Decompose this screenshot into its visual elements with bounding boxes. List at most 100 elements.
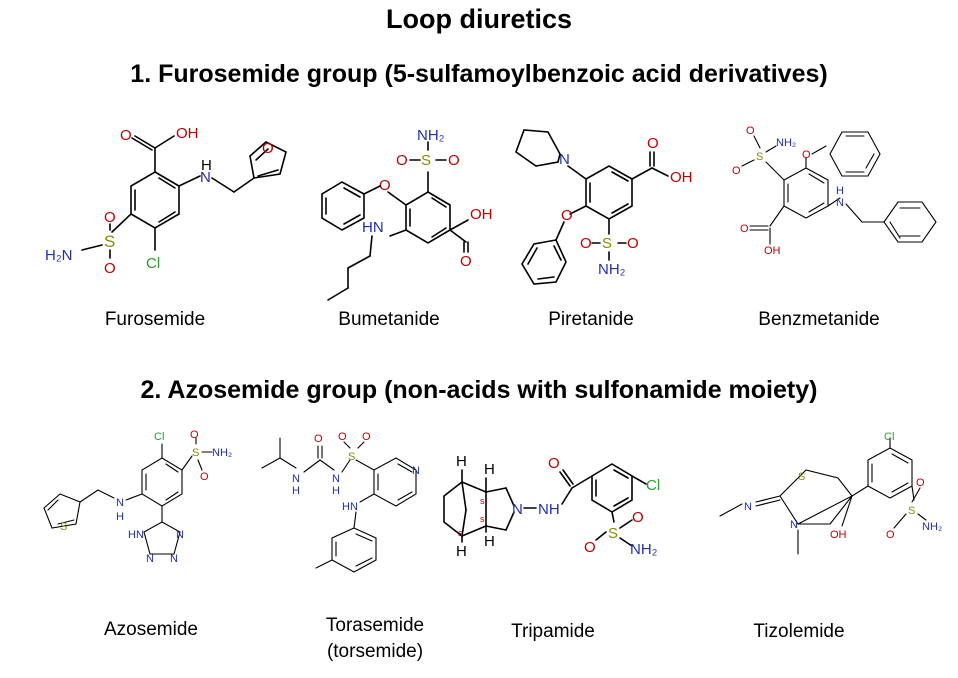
sulfur-atom-label: S: [908, 505, 915, 517]
stereo-label-2: s: [480, 514, 485, 524]
benzmetanide-name: Benzmetanide: [758, 309, 880, 330]
hydrogen-atom-label: H: [116, 511, 124, 523]
sulfonyl-oxygen-label: O: [104, 209, 116, 226]
nitrogen-atom-label: N: [836, 197, 844, 209]
urea-hydrogen-label: H: [292, 485, 300, 497]
page-title: Loop diuretics: [385, 4, 572, 34]
sulfur-atom-label: S: [421, 152, 431, 169]
pyridine-nitrogen-label: N: [412, 465, 420, 477]
torasemide-structure: N H O N H S O O N HN: [261, 431, 420, 573]
sulfonyl-oxygen-label: O: [396, 152, 408, 169]
tetrazole-nitrogen-label-2: N: [170, 553, 178, 565]
amine-label: NH₂: [212, 447, 232, 459]
sulfonyl-oxygen-label-2: O: [200, 471, 209, 483]
sulfonamide-nitrogen-label: N: [332, 473, 340, 485]
amine-label: NH₂: [922, 521, 942, 533]
imine-nitrogen-label: N: [744, 501, 752, 513]
amine-label: NH₂: [776, 137, 796, 149]
ether-oxygen-label: O: [379, 177, 391, 194]
chlorine-atom-label: Cl: [646, 477, 660, 494]
furosemide-name: Furosemide: [104, 309, 206, 330]
hydroxyl-label: OH: [670, 169, 693, 186]
carbonyl-oxygen-label: O: [647, 135, 659, 152]
hydroxyl-label: OH: [830, 529, 847, 541]
thiazolidine-sulfur-label: S: [798, 471, 805, 483]
sulfonyl-oxygen-label: O: [190, 429, 199, 441]
torasemide-name: Torasemide: [325, 615, 425, 636]
hydroxyl-label: OH: [470, 206, 493, 223]
furan-oxygen-label: O: [262, 140, 274, 157]
amine-label: NH₂: [598, 261, 626, 278]
bridgehead-hydrogen-label-2: H: [484, 461, 495, 478]
bumetanide-name: Bumetanide: [338, 309, 440, 330]
nitrogen-atom-label: N: [116, 497, 124, 509]
hydrogen-atom-label: H: [201, 157, 212, 174]
sulfonyl-oxygen-label-2: O: [632, 509, 644, 526]
group1-heading: 1. Furosemide group (5-sulfamoylbenzoic …: [130, 60, 828, 88]
nitrogen-atom-label: N: [200, 169, 211, 186]
nitrogen-atom-label: N: [559, 151, 570, 168]
tizolemide-name: Tizolemide: [753, 621, 845, 642]
amine-nh-label: HN: [342, 501, 358, 513]
amine-label: H₂N: [45, 247, 73, 264]
hydrogen-atom-label: H: [836, 185, 844, 197]
bridgehead-hydrogen-label-4: H: [484, 533, 495, 550]
sulfur-atom-label: S: [602, 235, 612, 252]
sulfur-atom-label: S: [348, 451, 355, 463]
stereo-label-3: s: [458, 528, 463, 538]
ring-nitrogen-label: N: [512, 501, 523, 518]
chlorine-atom-label: Cl: [884, 431, 894, 443]
sulfonyl-oxygen-label-2: O: [362, 431, 371, 443]
sulfonyl-oxygen-label-2: O: [732, 165, 741, 177]
tizolemide-structure: Cl S O O NH₂ S N OH N: [719, 431, 942, 555]
torasemide-alt-name: (torsemide): [326, 641, 424, 662]
tripamide-name: Tripamide: [511, 621, 595, 642]
sulfonyl-oxygen-label: O: [916, 477, 925, 489]
piretanide-structure: N O OH O S O O NH₂: [515, 129, 693, 285]
chlorine-atom-label: Cl: [146, 255, 160, 272]
benzmetanide-structure: S O NH₂ O O H N O OH: [732, 125, 937, 257]
carbonyl-oxygen-label: O: [460, 253, 472, 270]
tetrazole-nitrogen-label: N: [176, 529, 184, 541]
bridgehead-hydrogen-label-3: H: [456, 543, 467, 560]
sulfonyl-oxygen-label: O: [746, 125, 755, 137]
thiophene-sulfur-label: S: [60, 521, 67, 533]
sulfur-atom-label: S: [608, 525, 618, 542]
tetrazole-nh-label: HN: [128, 529, 144, 541]
sulfur-atom-label: S: [192, 447, 199, 459]
oxygen-atom-label: O: [120, 127, 132, 144]
hydroxyl-label: OH: [764, 245, 781, 257]
amine-label: NH₂: [630, 541, 658, 558]
sulfonyl-oxygen-label-2: O: [104, 260, 116, 277]
hydroxyl-label: OH: [176, 125, 199, 142]
sulfonyl-oxygen-label: O: [584, 539, 596, 556]
group2-heading: 2. Azosemide group (non-acids with sulfo…: [140, 376, 818, 404]
carbonyl-oxygen-label: O: [548, 455, 560, 472]
sulfur-atom-label: S: [104, 232, 115, 251]
bumetanide-structure: S NH₂ O O O HN OH O: [321, 127, 493, 301]
carbonyl-oxygen-label: O: [314, 433, 323, 445]
tetrazole-nitrogen-label-3: N: [146, 553, 154, 565]
amine-nh-label: HN: [362, 219, 384, 236]
stereo-label: s: [480, 496, 485, 506]
amine-label: NH₂: [417, 127, 445, 144]
sulfur-atom-label: S: [756, 151, 763, 163]
bridgehead-hydrogen-label: H: [456, 453, 467, 470]
azosemide-name: Azosemide: [104, 619, 198, 640]
piretanide-name: Piretanide: [548, 309, 634, 330]
azosemide-structure: Cl S NH₂ O O N H S N N N HN: [43, 429, 232, 565]
amide-nh-label: NH: [538, 501, 560, 518]
sulfonyl-oxygen-label: O: [580, 235, 592, 252]
sulfonamide-hydrogen-label: H: [332, 485, 340, 497]
sulfonyl-oxygen-label-2: O: [448, 152, 460, 169]
furosemide-structure: O OH H N O S O O H₂N Cl: [45, 125, 287, 277]
ether-oxygen-label: O: [802, 149, 811, 161]
sulfonyl-oxygen-label-2: O: [627, 235, 639, 252]
sulfonyl-oxygen-label-2: O: [886, 529, 895, 541]
ether-oxygen-label: O: [561, 207, 573, 224]
ring-nitrogen-label: N: [790, 519, 798, 531]
chlorine-atom-label: Cl: [154, 431, 164, 443]
carbonyl-oxygen-label: O: [740, 223, 749, 235]
sulfonyl-oxygen-label: O: [338, 431, 347, 443]
tripamide-structure: H H H H s s s N NH O Cl S O O NH₂: [443, 453, 660, 560]
